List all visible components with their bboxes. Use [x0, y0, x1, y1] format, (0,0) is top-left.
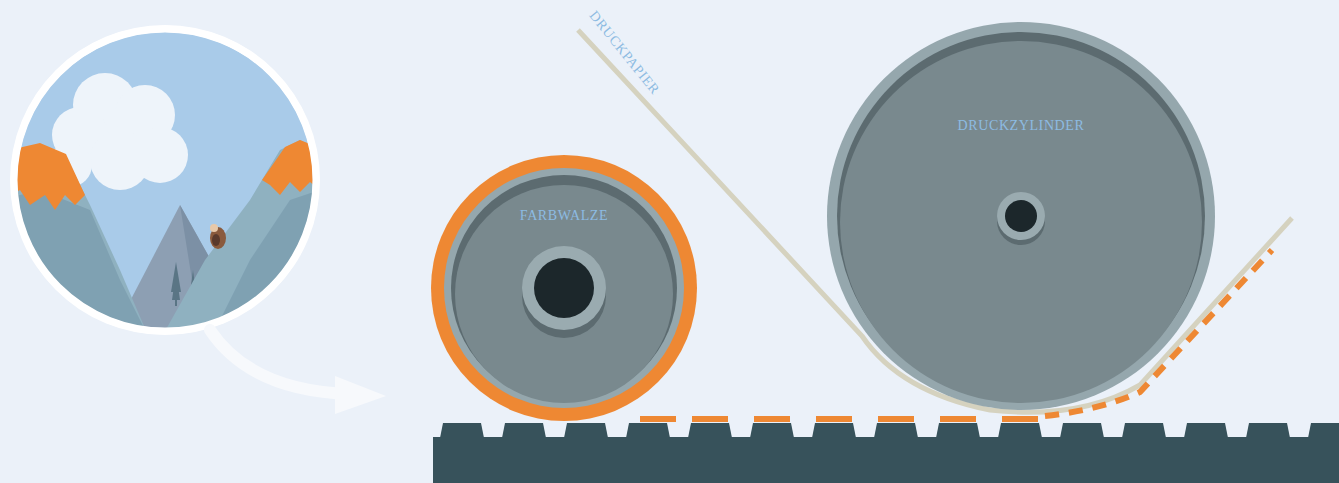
ink-roller: FARBWALZE — [429, 153, 699, 423]
paper-sheet — [578, 30, 1292, 412]
roller-shape — [825, 20, 1217, 412]
printing-plate — [433, 416, 1339, 483]
flow-arrow — [210, 330, 350, 394]
arrow-head — [335, 376, 386, 414]
roller-label: DRUCKZYLINDER — [958, 118, 1085, 134]
mountain-illustration — [0, 0, 340, 340]
impression-cylinder: DRUCKZYLINDER — [825, 20, 1217, 412]
roller-shape — [429, 153, 699, 423]
roller-label: FARBWALZE — [520, 208, 608, 224]
